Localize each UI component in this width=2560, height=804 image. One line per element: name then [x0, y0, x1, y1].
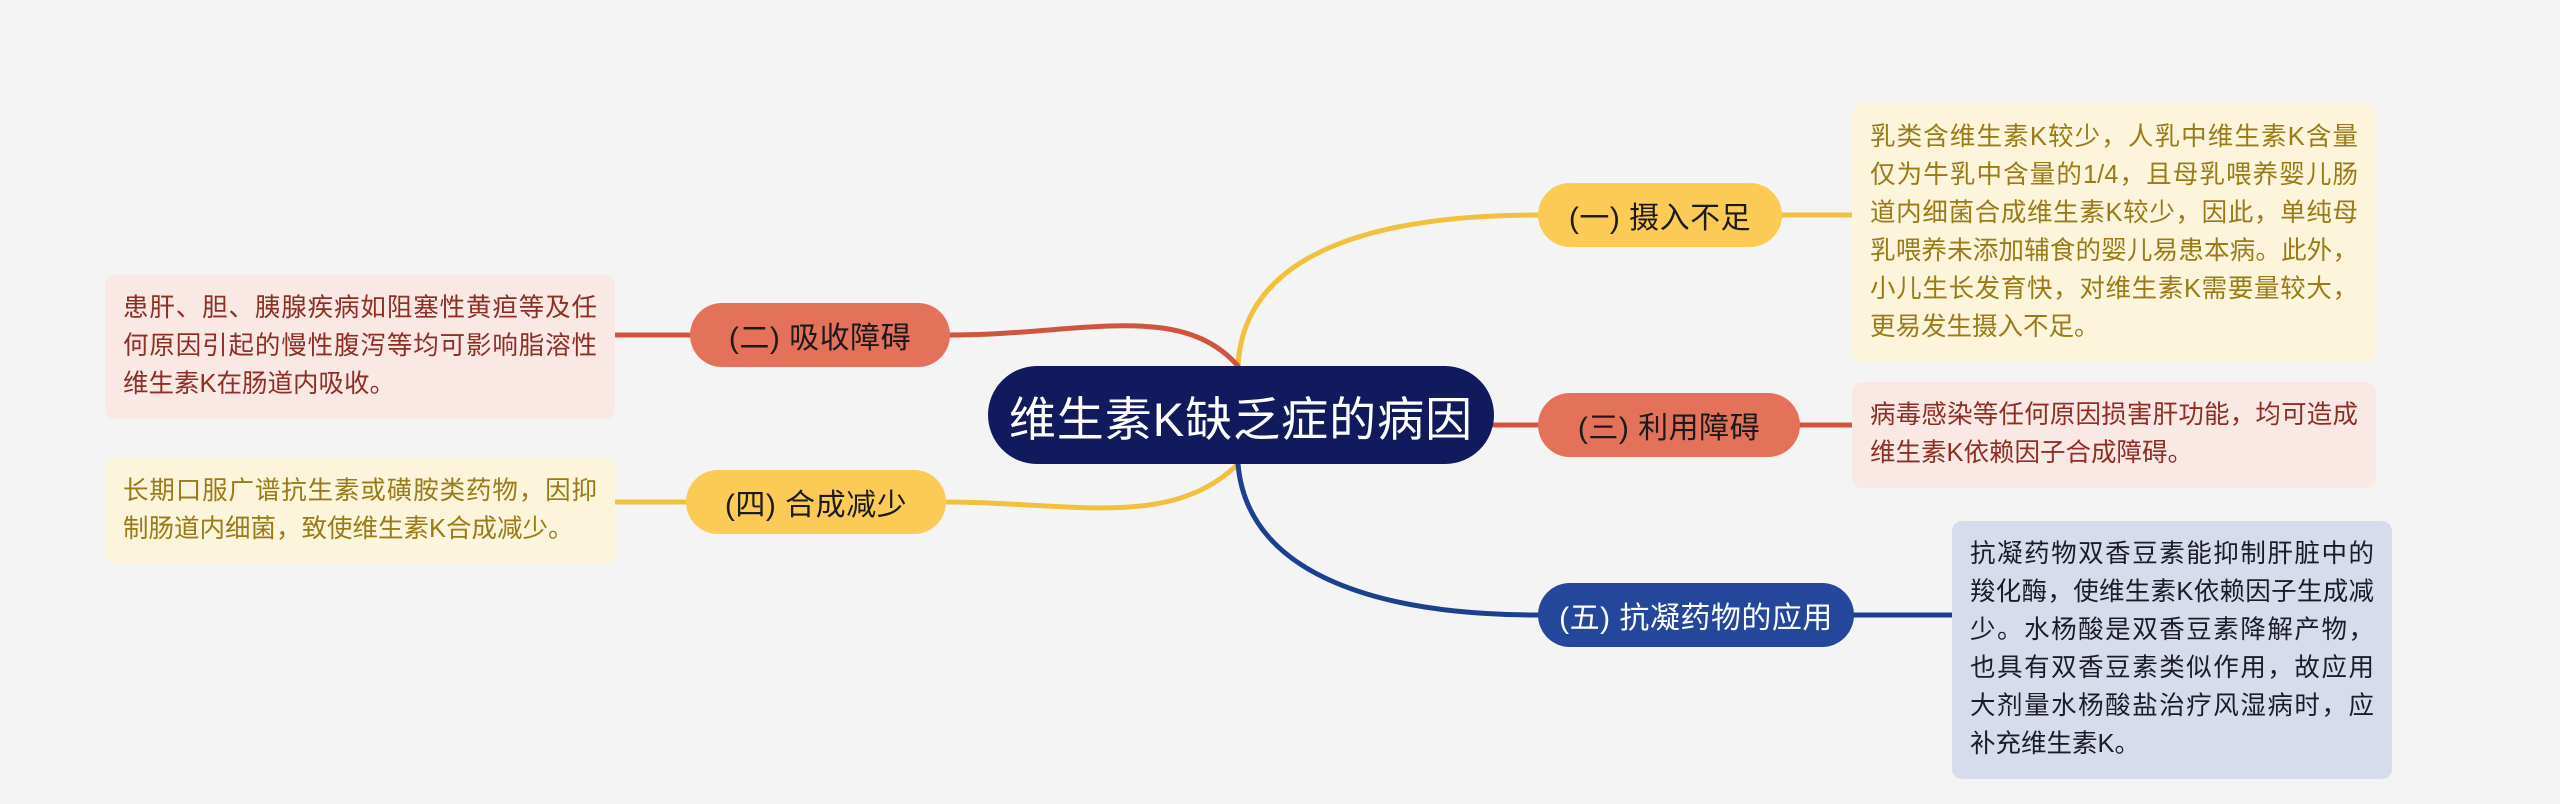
branch-node-1[interactable]: (一) 摄入不足: [1538, 183, 1782, 247]
branch-detail-3: 病毒感染等任何原因损害肝功能，均可造成维生素K依赖因子合成障碍。: [1852, 382, 2376, 488]
central-node-label: 维生素K缺乏症的病因: [1008, 392, 1474, 446]
branch-node-3[interactable]: (三) 利用障碍: [1538, 393, 1800, 457]
branch-node-3-label: (三) 利用障碍: [1577, 412, 1761, 445]
branch-node-2-label: (二) 吸收障碍: [728, 322, 912, 355]
connector-branch-2: [947, 323, 1241, 369]
connector-branch-1: [1235, 212, 1541, 369]
branch-node-5-label: (五) 抗凝药物的应用: [1559, 602, 1833, 635]
branch-detail-2: 患肝、胆、胰腺疾病如阻塞性黄疸等及任何原因引起的慢性腹泻等均可影响脂溶性维生素K…: [105, 275, 615, 419]
branch-node-1-label: (一) 摄入不足: [1568, 202, 1752, 235]
branch-node-2[interactable]: (二) 吸收障碍: [690, 303, 950, 367]
branch-detail-5: 抗凝药物双香豆素能抑制肝脏中的羧化酶，使维生素K依赖因子生成减少。水杨酸是双香豆…: [1952, 521, 2392, 779]
connector-branch-5: [1235, 461, 1541, 618]
connector-branch-4: [943, 461, 1241, 511]
branch-node-4-label: (四) 合成减少: [724, 489, 908, 522]
branch-detail-1: 乳类含维生素K较少，人乳中维生素K含量仅为牛乳中含量的1/4，且母乳喂养婴儿肠道…: [1852, 104, 2376, 362]
branch-node-4[interactable]: (四) 合成减少: [686, 470, 946, 534]
branch-detail-4: 长期口服广谱抗生素或磺胺类药物，因抑制肠道内细菌，致使维生素K合成减少。: [105, 458, 615, 564]
central-node[interactable]: 维生素K缺乏症的病因: [988, 366, 1494, 464]
branch-node-5[interactable]: (五) 抗凝药物的应用: [1538, 583, 1854, 647]
